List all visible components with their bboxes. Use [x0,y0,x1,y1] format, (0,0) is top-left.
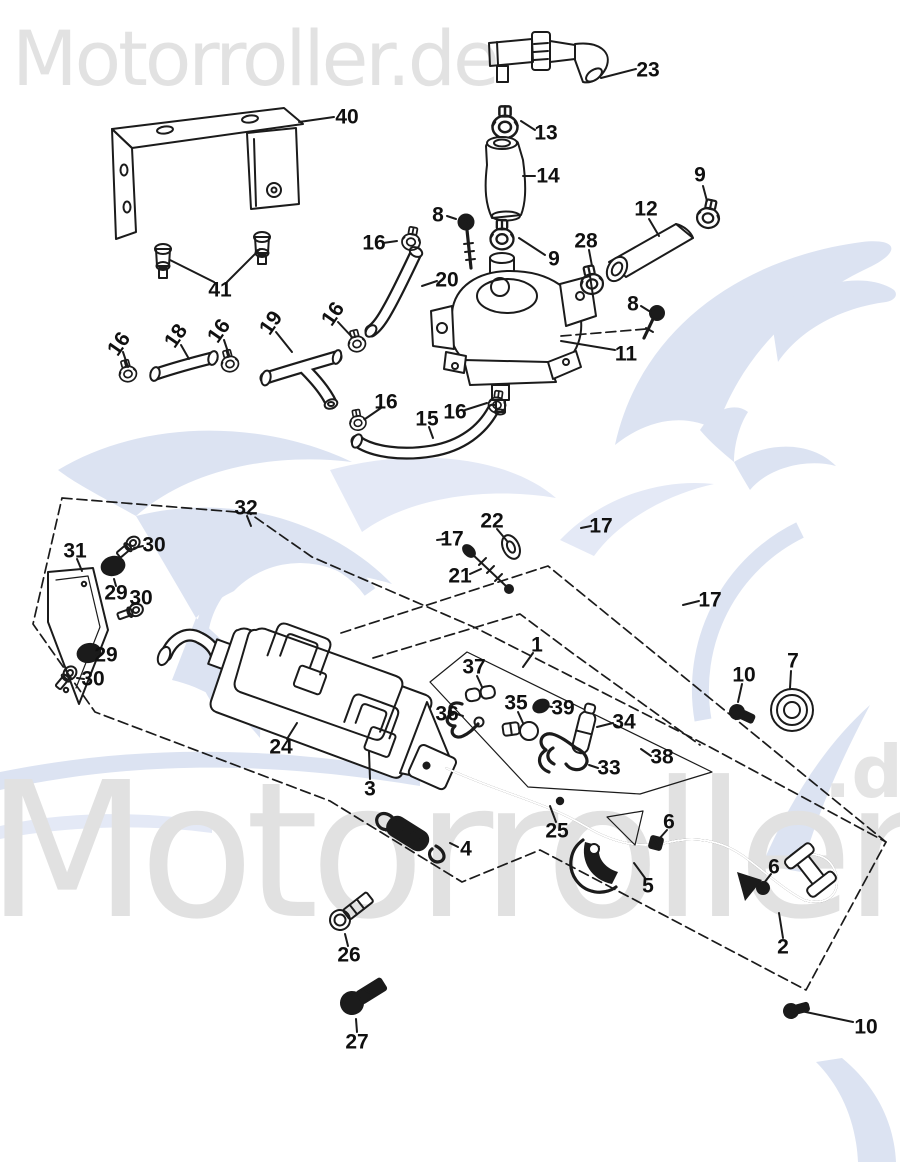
bolt-10-bottom [781,998,812,1021]
clamp-9-upper [489,218,515,251]
gasket-7 [770,688,814,732]
part-label-9: 9 [694,163,706,187]
part-label-21: 21 [448,564,472,588]
bolt-8-left [457,213,476,270]
part-label-41: 41 [208,278,232,302]
part-label-37: 37 [462,655,486,679]
part-label-17: 17 [589,514,613,538]
part-label-38: 38 [650,745,674,769]
part-label-22: 22 [480,509,504,533]
sleeve-34 [571,702,597,755]
part-label-30: 30 [81,667,105,691]
tube-12 [605,223,694,283]
bolt-21 [462,544,514,594]
muffler-heat-shield-24 [233,622,404,758]
part-label-26: 26 [337,943,361,967]
part-label-28: 28 [574,229,598,253]
hook-bolt-35 [501,721,539,741]
part-label-30: 30 [129,586,153,610]
mount-photo-17-right [634,561,682,643]
outline-panel-38 [429,651,713,795]
part-label-29: 29 [94,643,118,667]
leader-lines [76,68,854,1033]
part-label-5: 5 [642,874,654,898]
bolt-26 [329,891,374,931]
part-label-11: 11 [614,342,638,366]
part-label-7: 7 [787,649,799,673]
part-label-35: 35 [504,691,528,715]
part-label-16: 16 [374,390,398,414]
part-label-14: 14 [536,164,560,188]
part-label-8: 8 [432,203,444,227]
part-label-33: 33 [597,756,621,780]
part-label-2: 2 [777,935,789,959]
part-label-16: 16 [443,400,467,424]
front-pipe-25-5-2 [445,767,839,903]
part-label-17: 17 [698,588,722,612]
spring-4 [375,812,446,864]
part-label-4: 4 [460,837,472,861]
part-label-39: 39 [551,696,575,720]
part-label-25: 25 [545,819,569,843]
hose-15 [350,403,500,460]
part-label-1: 1 [531,633,543,657]
part-label-17: 17 [440,527,464,551]
hose-19-y-piece [259,349,343,410]
part-label-23: 23 [636,58,660,82]
part-label-29: 29 [104,581,128,605]
mount-photo-17-middle [532,473,580,555]
bolt-10-mid [726,701,758,727]
hose-20 [364,246,424,338]
clamp-13 [491,105,519,140]
part-label-24: 24 [269,735,293,759]
breather-elbow-23 [488,31,609,84]
part-label-32: 32 [234,496,258,520]
part-label-30: 30 [142,533,166,557]
bolt-8-right [642,305,665,340]
clamp-16-hose15-left [347,407,368,433]
part-label-10: 10 [854,1015,878,1039]
part-label-10: 10 [732,663,756,687]
mount-photo-17-left [390,506,438,588]
grommets-29 [76,555,126,664]
part-label-3: 3 [364,777,376,801]
part-label-13: 13 [534,121,558,145]
bracket-40 [111,107,304,240]
part-label-16: 16 [362,231,386,255]
hose-18 [149,350,219,382]
bolt-6-lower [756,881,770,895]
part-label-34: 34 [612,710,636,734]
part-label-9: 9 [548,247,560,271]
clamp-9-right [694,196,724,232]
boot-14 [484,136,527,222]
part-label-15: 15 [415,407,439,431]
part-label-20: 20 [435,268,459,292]
part-label-27: 27 [345,1030,369,1054]
part-label-8: 8 [627,292,639,316]
rubber-39 [532,698,550,714]
studs-41 [154,231,271,279]
spring-clip-36 [445,701,485,739]
part-label-6: 6 [663,810,675,834]
muffler-bracket-plate [407,744,457,791]
part-label-36: 36 [435,702,459,726]
pins-37 [464,684,496,703]
spring-hook-33 [538,732,589,774]
part-label-6: 6 [768,855,780,879]
outline-panel-32 [32,497,887,991]
part-label-12: 12 [634,197,658,221]
part-label-31: 31 [63,539,87,563]
watermark-domain-side: .de [824,730,900,814]
bolt-27 [340,977,388,1015]
watermark-brand-top: Motorroller.de [12,14,500,103]
part-label-40: 40 [335,105,359,129]
